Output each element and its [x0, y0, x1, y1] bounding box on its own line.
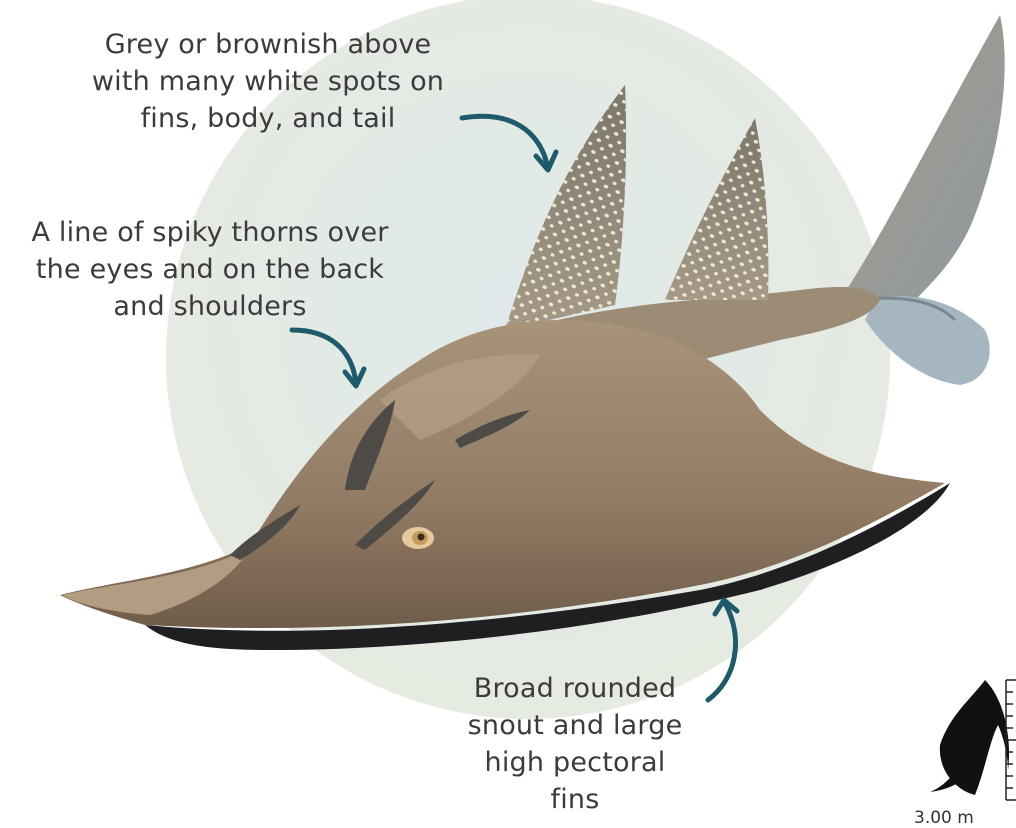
manta-silhouette-icon	[930, 680, 1009, 795]
thorns-annotation: A line of spiky thorns over the eyes and…	[10, 214, 410, 325]
eye	[402, 527, 434, 549]
coloration-annotation: Grey or brownish above with many white s…	[68, 26, 468, 137]
scale-ruler	[1006, 680, 1016, 800]
scale-label: 3.00 m	[914, 808, 974, 828]
snout-annotation: Broad rounded snout and large high pecto…	[440, 670, 710, 818]
